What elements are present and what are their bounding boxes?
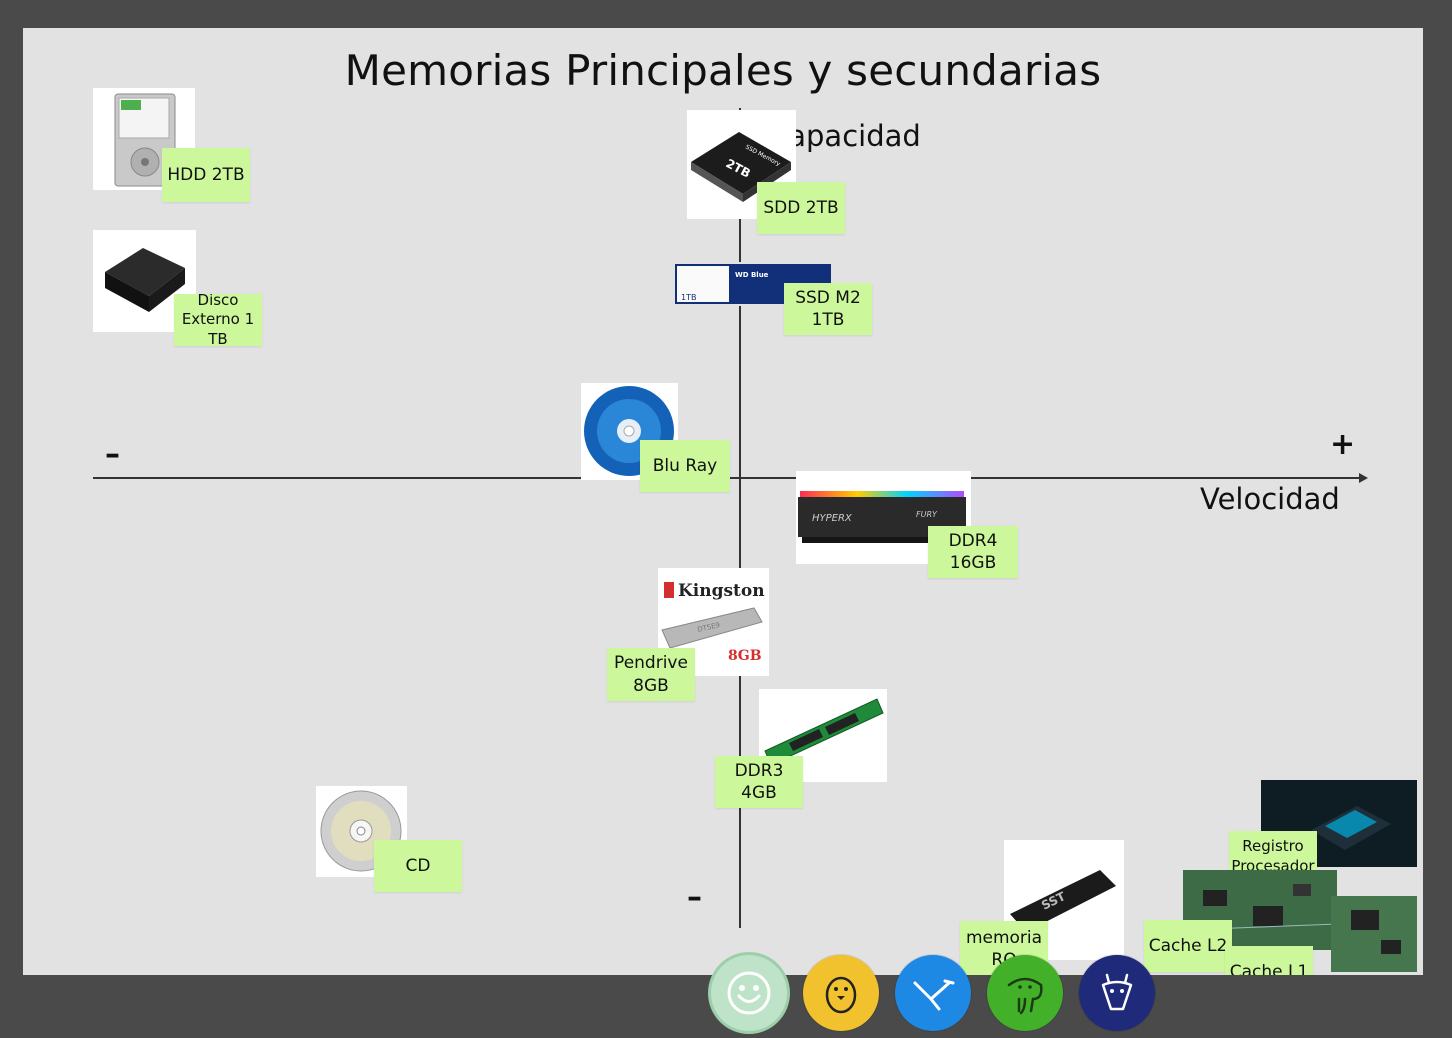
note-ddr3[interactable]: DDR3 4GB [715, 756, 803, 808]
note-cache-l1[interactable]: Cache L1 [1225, 946, 1313, 975]
note-registro[interactable]: Registro Procesador [1229, 831, 1317, 875]
velocity-arrow [1359, 473, 1368, 483]
penguin-icon [825, 976, 857, 1014]
note-bluray[interactable]: Blu Ray [640, 440, 730, 492]
capacity-minus-sign: – [687, 880, 702, 915]
whiteboard[interactable]: Memorias Principales y secundarias Capac… [23, 28, 1423, 975]
avatar-bird[interactable] [895, 955, 971, 1031]
hyperx-text: HYPERX [812, 513, 853, 524]
cache-l1-image [1331, 896, 1417, 972]
board-title: Memorias Principales y secundarias [344, 46, 1102, 95]
note-ssd-2tb[interactable]: SDD 2TB [757, 182, 845, 234]
pendrive-cap-text: 8GB [728, 648, 762, 664]
wd-brand-text: WD Blue [735, 271, 769, 279]
note-ddr4[interactable]: DDR4 16GB [928, 526, 1018, 578]
capacity-axis [739, 108, 741, 928]
note-cd[interactable]: CD [374, 840, 462, 892]
velocity-plus-sign: + [1330, 427, 1356, 462]
velocity-label: Velocidad [1200, 482, 1340, 516]
note-cache-l2[interactable]: Cache L2 [1144, 920, 1232, 972]
external-disk-image [105, 248, 185, 312]
note-hdd[interactable]: HDD 2TB [162, 148, 250, 202]
elephant-icon [1007, 977, 1043, 1015]
rom-image: SST [1010, 870, 1116, 932]
wd-cap-text: 1TB [681, 293, 696, 302]
cache-l1-photo[interactable] [1331, 896, 1417, 972]
giraffe-icon [1101, 973, 1133, 1011]
pendrive-image: Kingston DTSE9 8GB [661, 581, 765, 664]
velocity-minus-sign: – [105, 437, 120, 472]
avatar-smiley[interactable] [711, 955, 787, 1031]
hdd-image [114, 93, 176, 187]
fury-text: FURY [916, 510, 938, 519]
note-ssd-m2[interactable]: SSD M2 1TB [784, 283, 872, 335]
avatar-giraffe[interactable] [1079, 955, 1155, 1031]
smiley-icon [727, 971, 771, 1015]
kingston-text: Kingston [678, 581, 765, 601]
bird-icon [913, 979, 955, 1011]
hdd-photo[interactable] [93, 88, 195, 190]
avatar-elephant[interactable] [987, 955, 1063, 1031]
note-pendrive[interactable]: Pendrive 8GB [607, 648, 695, 701]
note-disco-externo[interactable]: Disco Externo 1 TB [174, 294, 262, 346]
rom-photo[interactable]: SST [1004, 840, 1124, 960]
avatar-penguin[interactable] [803, 955, 879, 1031]
